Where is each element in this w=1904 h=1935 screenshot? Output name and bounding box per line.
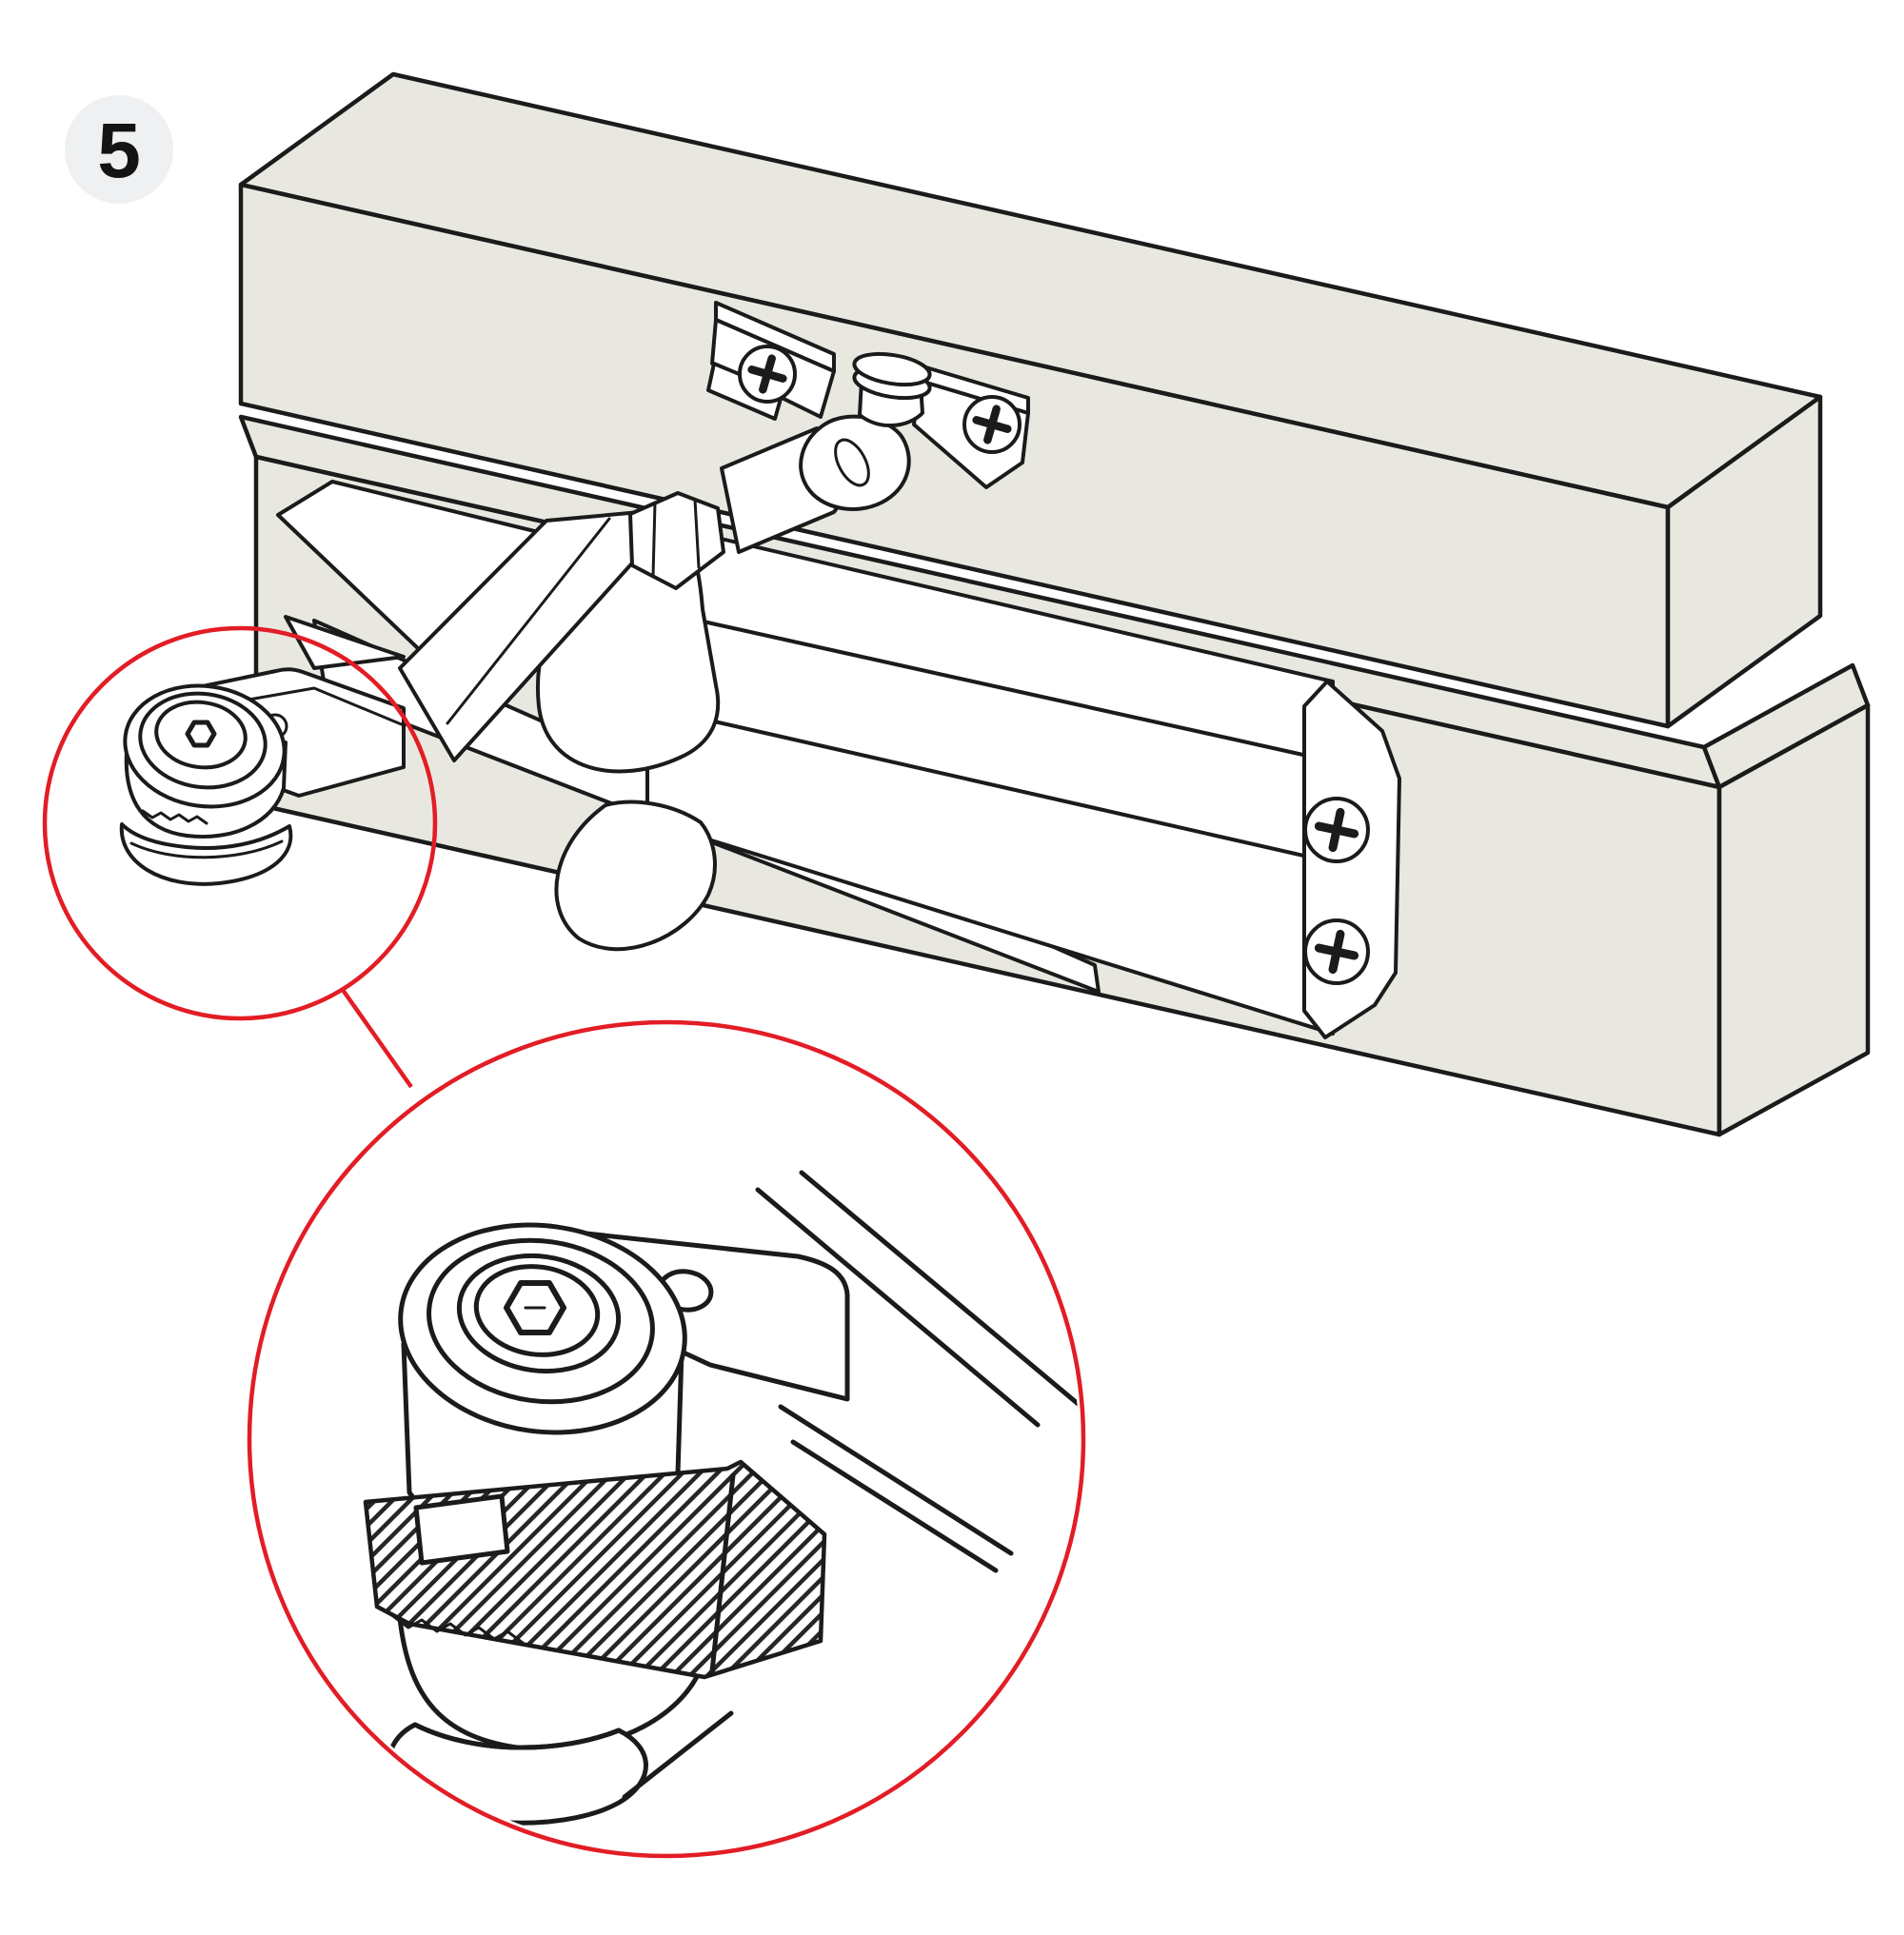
hatched-ring-notch bbox=[413, 1493, 510, 1566]
hatched-ring-lug-edge bbox=[709, 1472, 736, 1674]
step-badge-circle bbox=[65, 95, 173, 204]
phillips-screw bbox=[962, 395, 1021, 454]
detail-source-circle bbox=[42, 625, 438, 1021]
step-number: 5 bbox=[97, 108, 141, 194]
detail-leader-line bbox=[341, 988, 413, 1089]
bracket-fork-hole bbox=[834, 438, 870, 487]
phillips-screw bbox=[1303, 797, 1370, 863]
closer-end-cap bbox=[1302, 680, 1401, 1039]
shoe-top-wedge bbox=[284, 615, 406, 670]
detail-foot-top-edge bbox=[412, 1722, 622, 1750]
shoe-foot-inner-line bbox=[129, 839, 284, 859]
detail-serration bbox=[391, 1614, 525, 1645]
detail-forearm-lines bbox=[755, 1170, 1079, 1428]
step-badge: 5 bbox=[65, 95, 173, 204]
detail-foot-diagonal bbox=[622, 1710, 734, 1800]
frame-arm-bracket bbox=[706, 301, 1030, 511]
forearm-bar-edge bbox=[446, 517, 611, 725]
frame-right-face bbox=[1665, 394, 1823, 729]
pinion-hex-socket bbox=[185, 720, 217, 748]
body-lower-boss bbox=[554, 800, 717, 952]
shoe-foot bbox=[119, 822, 293, 886]
shoe-serration bbox=[141, 809, 208, 825]
magnified-detail bbox=[363, 1170, 1079, 1826]
detail-main-arm-lines bbox=[778, 1404, 1014, 1573]
hex-facet-lines bbox=[651, 498, 701, 579]
door-right-face bbox=[1716, 702, 1871, 1137]
closer-body-cylinder bbox=[535, 518, 1401, 1039]
pivot-pin-cap bbox=[852, 351, 932, 387]
phillips-screw bbox=[738, 345, 797, 404]
pinion-arm-shoe bbox=[119, 615, 406, 886]
phillips-screw bbox=[1303, 918, 1370, 985]
